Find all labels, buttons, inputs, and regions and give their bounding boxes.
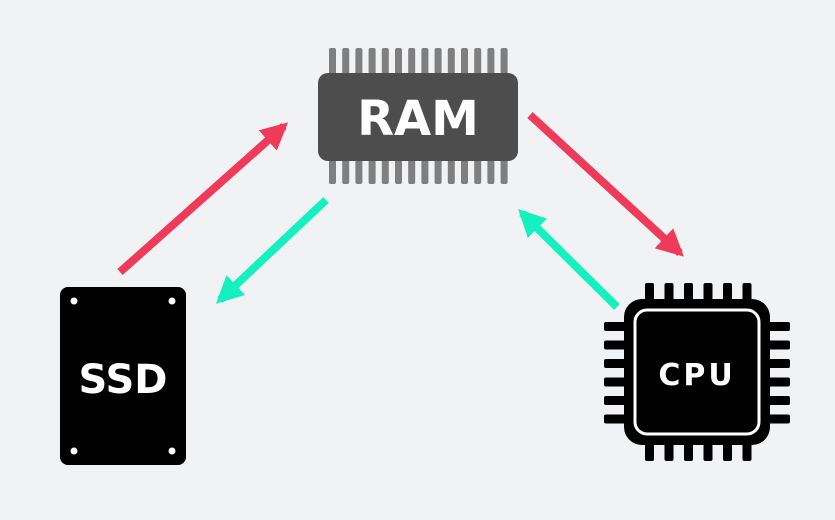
chip-pin (766, 359, 790, 368)
arrow-ssd-to-ram (117, 122, 289, 275)
chip-pin (381, 156, 389, 184)
ssd-screw (168, 297, 176, 305)
arrow-ram-to-cpu (527, 112, 685, 257)
chip-pin (447, 156, 455, 184)
ssd-label: SSD (78, 357, 167, 403)
chip-pin (604, 359, 628, 368)
chip-pin (645, 441, 654, 461)
ssd-drive-icon: SSD (60, 287, 186, 465)
arrow-ram-to-ssd (216, 197, 329, 304)
cpu-body (624, 299, 770, 445)
ssd-screw (168, 447, 176, 455)
chip-pin (474, 156, 482, 184)
chip-pin (723, 283, 732, 303)
chip-pin (474, 48, 482, 78)
chip-pin (408, 156, 416, 184)
cpu-label: CPU (658, 358, 735, 393)
ssd-screw (70, 447, 78, 455)
chip-pin (368, 48, 376, 78)
chip-pin (487, 156, 495, 184)
chip-pin (766, 377, 790, 387)
ram-label: RAM (357, 91, 479, 147)
chip-pin (342, 48, 350, 78)
chip-pin (355, 156, 363, 184)
chip-pin (766, 414, 790, 424)
chip-pin (368, 156, 376, 184)
ram-pins-top (329, 48, 508, 78)
cpu-inner-frame (633, 308, 761, 436)
chip-pin (461, 156, 468, 184)
chip-pin (421, 48, 429, 78)
chip-pin (664, 441, 674, 461)
chip-pin (604, 396, 628, 405)
ssd-screw (70, 297, 78, 305)
chip-pin (766, 396, 790, 405)
chip-pin (395, 48, 402, 78)
chip-pin (684, 441, 693, 461)
chip-pin (604, 377, 628, 387)
chip-pin (604, 340, 628, 350)
chip-pin (395, 156, 402, 184)
ram-pins-bottom (329, 156, 508, 184)
chip-pin (703, 283, 713, 303)
chip-pin (645, 283, 654, 303)
chip-pin (329, 48, 336, 78)
cpu-chip-icon: CPU (604, 283, 790, 461)
chip-pin (703, 441, 713, 461)
chip-pin (355, 48, 363, 78)
chip-pin (434, 48, 442, 78)
chip-pin (421, 156, 429, 184)
chip-pin (604, 414, 628, 424)
arrow-cpu-to-ram (518, 209, 620, 310)
chip-pin (408, 48, 416, 78)
chip-pin (766, 322, 790, 331)
chip-pin (500, 156, 508, 184)
chip-pin (342, 156, 350, 184)
chip-pin (487, 48, 495, 78)
chip-pin (500, 48, 508, 78)
chip-pin (664, 283, 674, 303)
ram-chip-icon: RAM (318, 48, 518, 184)
chip-pin (447, 48, 455, 78)
ram-body (318, 73, 518, 161)
chip-pin (381, 48, 389, 78)
chip-pin (604, 322, 628, 331)
chip-pin (766, 340, 790, 350)
chip-pin (434, 156, 442, 184)
ssd-body (60, 287, 186, 465)
chip-pin (329, 156, 336, 184)
chip-pin (684, 283, 693, 303)
chip-pin (742, 441, 752, 461)
cpu-pins (604, 283, 790, 461)
chip-pin (461, 48, 468, 78)
chip-pin (742, 283, 752, 303)
chip-pin (723, 441, 732, 461)
